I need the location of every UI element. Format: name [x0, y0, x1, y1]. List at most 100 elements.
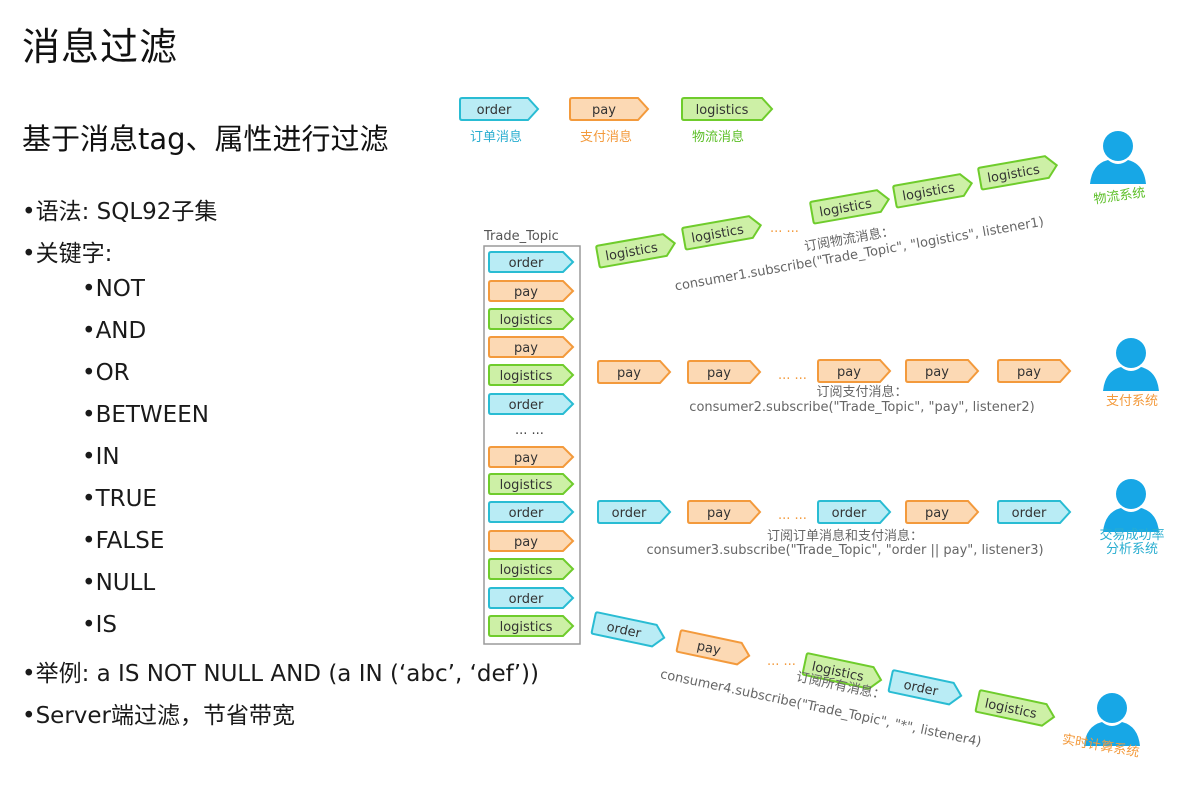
topic-item-order: order [488, 393, 575, 415]
row-tag-pay: pay [687, 360, 762, 384]
topic-item-logistics: logistics [488, 364, 575, 386]
ellipsis: ... ... [515, 423, 544, 438]
ellipsis: ... ... [767, 654, 796, 669]
bullet-item: •IN [82, 444, 120, 470]
row-tag-logistics: logistics [809, 189, 891, 225]
consumer-system-label: 交易成功率 [1099, 527, 1164, 543]
row-tag-pay: pay [687, 500, 762, 524]
subscribe-caption: 订阅支付消息： [816, 384, 907, 400]
tag-label: pay [514, 285, 538, 300]
subscribe-code: consumer2.subscribe("Trade_Topic", "pay"… [689, 400, 1034, 415]
tag-label: order [612, 506, 647, 521]
user-icon [1090, 131, 1146, 184]
topic-name: Trade_Topic [483, 229, 559, 244]
topic-item-order: order [488, 501, 575, 523]
tag-label: order [509, 398, 544, 413]
tag-label: order [605, 620, 643, 642]
tag-label: pay [514, 535, 538, 550]
tag-label: order [509, 506, 544, 521]
row-tag-order: order [597, 500, 672, 524]
topic-item-logistics: logistics [488, 558, 575, 580]
slide-title: 消息过滤 [22, 25, 179, 69]
legend-label: 物流消息 [692, 129, 744, 145]
topic-item-logistics: logistics [488, 308, 575, 330]
topic-item-logistics: logistics [488, 615, 575, 637]
tag-label: logistics [696, 103, 749, 118]
tag-label: pay [707, 506, 731, 521]
user-icon [1103, 338, 1159, 391]
row-tag-logistics: logistics [977, 155, 1059, 191]
row-tag-pay: pay [905, 359, 980, 383]
tag-label: logistics [500, 313, 553, 328]
tag-label: pay [592, 103, 616, 118]
topic-item-pay: pay [488, 530, 575, 552]
bullet-item: •语法: SQL92子集 [22, 199, 218, 225]
bullet-item: •Server端过滤，节省带宽 [22, 703, 295, 729]
row-tag-pay: pay [675, 629, 751, 666]
tag-label: logistics [500, 563, 553, 578]
bullet-item: •BETWEEN [82, 402, 209, 428]
topic-item-order: order [488, 251, 575, 273]
topic-item-pay: pay [488, 280, 575, 302]
tag-label: pay [837, 365, 861, 380]
bullet-item: •AND [82, 318, 147, 344]
row-tag-pay: pay [817, 359, 892, 383]
tag-label: pay [617, 366, 641, 381]
topic-container [483, 245, 581, 645]
tag-label: pay [514, 341, 538, 356]
row-tag-logistics: logistics [892, 173, 974, 209]
legend: order 订单消息 pay 支付消息 logistics 物流消息 [459, 97, 774, 145]
user-icon [1103, 479, 1159, 532]
tag-label: order [832, 506, 867, 521]
slide-subtitle: 基于消息tag、属性进行过滤 [22, 122, 389, 156]
legend-label: 订单消息 [470, 129, 522, 145]
row-tag-pay: pay [905, 500, 980, 524]
tag-label: logistics [500, 478, 553, 493]
topic-item-pay: pay [488, 336, 575, 358]
tag-label: pay [707, 366, 731, 381]
ellipsis: ... ... [770, 221, 799, 236]
subscribe-code: consumer3.subscribe("Trade_Topic", "orde… [646, 543, 1043, 558]
tag-label: order [902, 678, 940, 700]
topic-item-logistics: logistics [488, 473, 575, 495]
tag-label: order [509, 592, 544, 607]
tag-label: pay [514, 451, 538, 466]
tag-label: logistics [500, 369, 553, 384]
legend-tag-order: order [459, 97, 540, 121]
row-tag-order: order [817, 500, 892, 524]
legend-tag-pay: pay [569, 97, 650, 121]
consumer-system-label: 物流系统 [1093, 185, 1147, 207]
legend-label: 支付消息 [580, 129, 632, 145]
subscribe-caption: 订阅订单消息和支付消息： [767, 528, 923, 544]
row-tag-order: order [997, 500, 1072, 524]
consumer-system-label: 支付系统 [1106, 394, 1158, 409]
row-tag-pay: pay [597, 360, 672, 384]
row-tag-pay: pay [997, 359, 1072, 383]
bullet-item: •FALSE [82, 528, 165, 554]
topic-item-order: order [488, 587, 575, 609]
tag-label: logistics [500, 620, 553, 635]
topic-item-pay: pay [488, 446, 575, 468]
bullet-item: •TRUE [82, 486, 157, 512]
tag-label: order [477, 103, 512, 118]
bullet-item: •OR [82, 360, 130, 386]
row-tag-logistics: logistics [595, 233, 677, 269]
bullet-item: •举例: a IS NOT NULL AND (a IN (‘abc’, ‘de… [22, 661, 539, 687]
bullet-item: •关键字: [22, 241, 113, 267]
tag-label: pay [1017, 365, 1041, 380]
tag-label: pay [695, 639, 722, 659]
bullet-item: •NOT [82, 276, 145, 302]
row-tag-order: order [590, 611, 666, 648]
tag-label: order [509, 256, 544, 271]
ellipsis: ... ... [778, 368, 807, 383]
consumer-system-label: 分析系统 [1106, 542, 1158, 557]
tag-label: pay [925, 506, 949, 521]
row-tag-logistics: logistics [974, 689, 1056, 727]
bullet-item: •IS [82, 612, 117, 638]
row-tag-order: order [887, 669, 963, 706]
row-tag-logistics: logistics [681, 215, 763, 251]
